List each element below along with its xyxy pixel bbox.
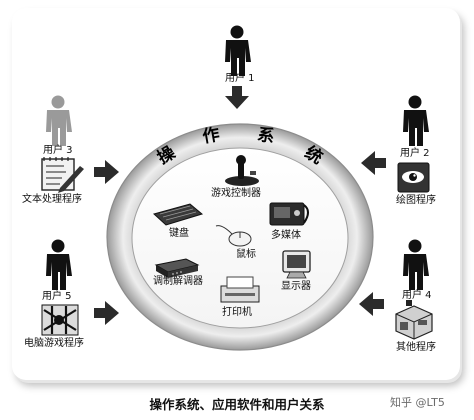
keyboard-label: 键盘 xyxy=(169,228,189,239)
drawing-program-label: 绘图程序 xyxy=(396,195,436,206)
text-editor-notepad-icon xyxy=(41,157,84,193)
multimedia-label: 多媒体 xyxy=(271,230,301,241)
printer-label: 打印机 xyxy=(222,307,252,318)
watermark: 知乎 @LT5 xyxy=(390,396,445,409)
printer-icon xyxy=(220,276,260,303)
modem-icon xyxy=(154,258,200,278)
drawing-program-eye-icon xyxy=(397,162,430,193)
ring-title-char: 作 xyxy=(201,124,221,148)
monitor-label: 显示器 xyxy=(281,281,311,292)
user-3-label: 用户 3 xyxy=(43,145,73,156)
other-programs-toolbox-icon xyxy=(395,300,433,340)
user-5-label: 用户 5 xyxy=(42,291,72,302)
arrow-down-icon xyxy=(225,86,249,109)
text-program-label: 文本处理程序 xyxy=(22,194,82,205)
joystick-icon xyxy=(225,155,259,186)
user-2-label: 用户 2 xyxy=(400,148,430,159)
arrow-left-icon xyxy=(361,151,386,175)
figure-caption: 操作系统、应用软件和用户关系 xyxy=(149,397,325,412)
arrow-left-icon xyxy=(359,292,384,316)
user-1-label: 用户 1 xyxy=(225,73,255,84)
game-program-label: 电脑游戏程序 xyxy=(24,338,84,349)
mouse-label: 鼠标 xyxy=(236,249,256,260)
mouse-icon xyxy=(215,225,252,247)
user-2-person-icon xyxy=(403,95,429,146)
game-program-icon xyxy=(41,304,79,336)
user-1-person-icon xyxy=(225,25,251,76)
user-3-person-icon xyxy=(46,95,72,146)
other-programs-label: 其他程序 xyxy=(396,342,436,353)
joystick-label: 游戏控制器 xyxy=(211,188,261,199)
arrow-right-icon xyxy=(94,301,119,325)
monitor-icon xyxy=(282,250,311,279)
arrow-right-icon xyxy=(94,160,119,184)
multimedia-device-icon xyxy=(269,202,309,226)
user-5-person-icon xyxy=(46,239,72,290)
user-4-label: 用户 4 xyxy=(402,290,432,301)
keyboard-icon xyxy=(152,203,204,226)
user-4-person-icon xyxy=(403,239,429,290)
modem-label: 调制解调器 xyxy=(153,276,203,287)
ring-title-char: 系 xyxy=(256,125,276,148)
